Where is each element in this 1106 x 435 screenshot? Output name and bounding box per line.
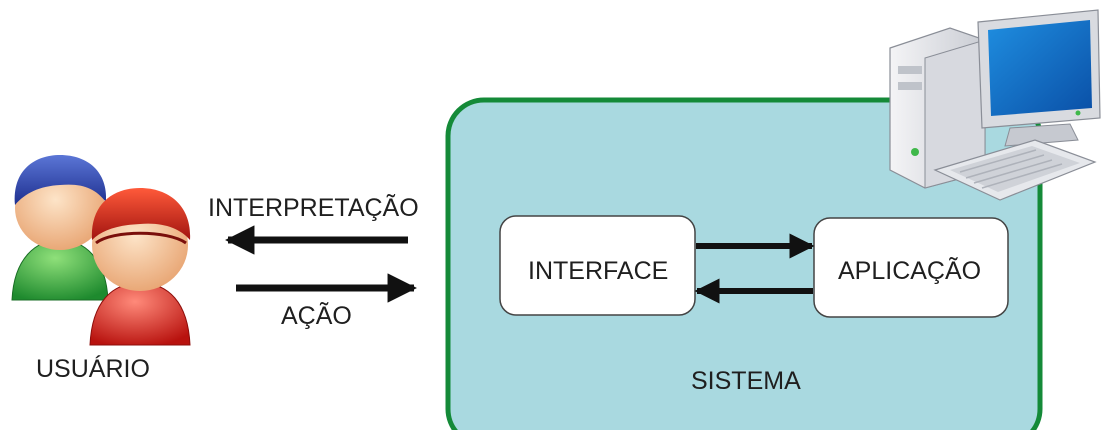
system-label: SISTEMA — [691, 367, 801, 395]
interface-label: INTERFACE — [528, 257, 669, 285]
interpretation-label: INTERPRETAÇÃO — [208, 194, 419, 222]
application-box — [813, 217, 1009, 318]
application-label: APLICAÇÃO — [838, 257, 982, 285]
users-icon — [11, 155, 191, 346]
system-container — [445, 97, 1043, 435]
action-label: AÇÃO — [281, 302, 352, 330]
user-label: USUÁRIO — [36, 355, 150, 383]
interface-box — [499, 215, 696, 316]
computer-icon — [889, 9, 1101, 201]
